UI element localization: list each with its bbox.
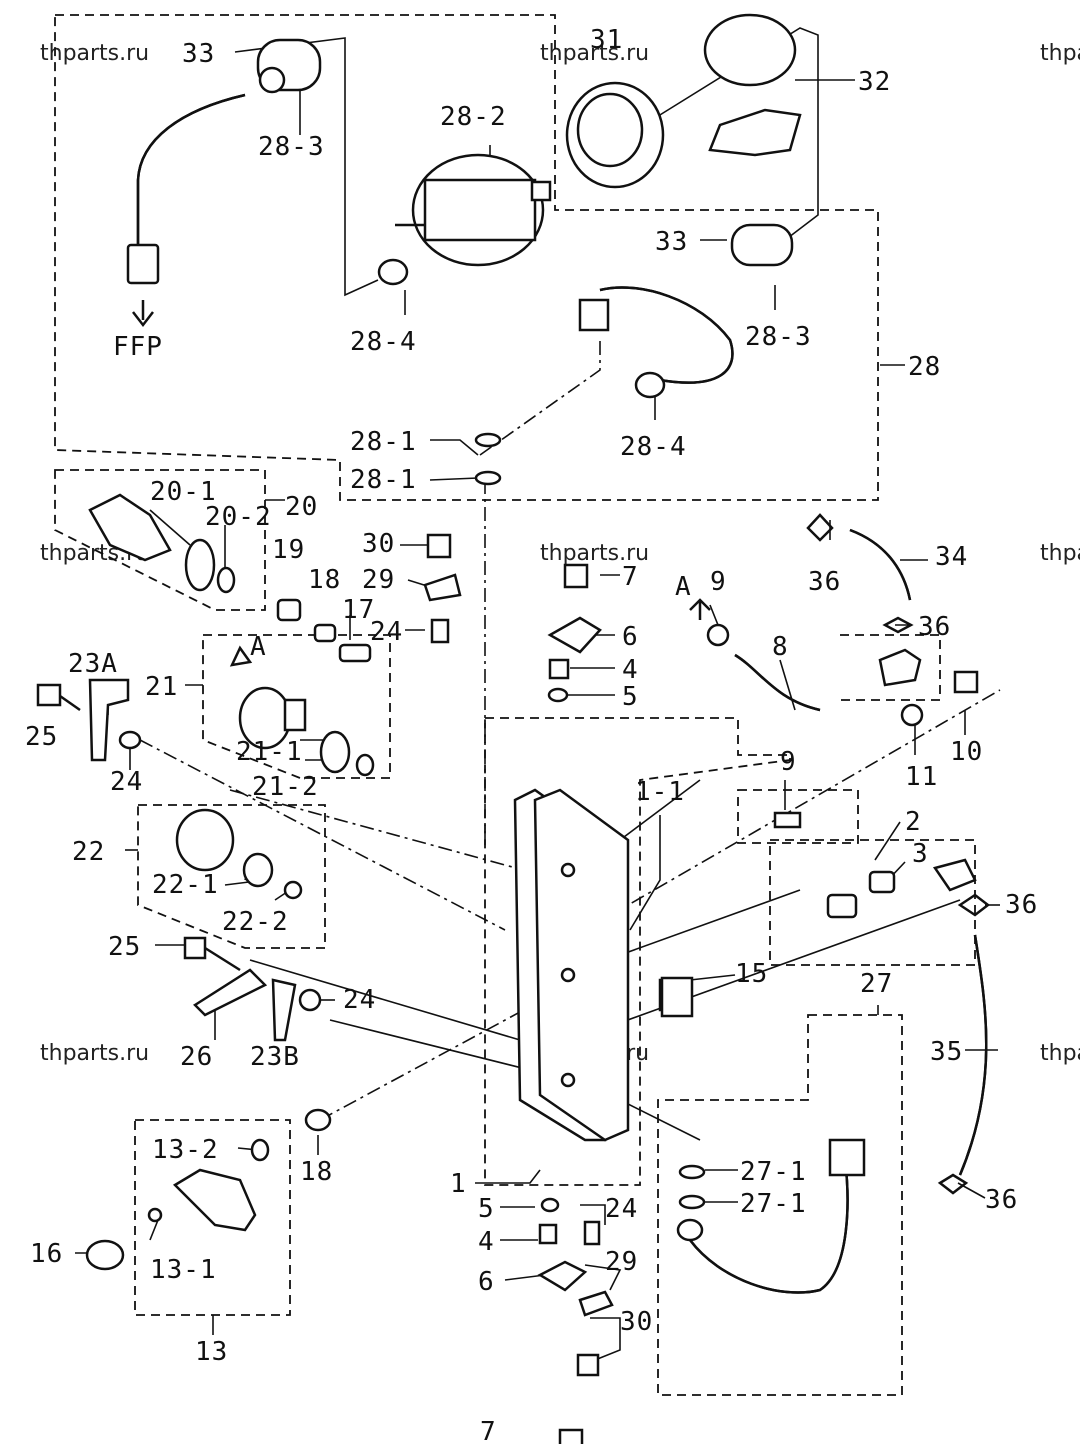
label-2: 2	[905, 807, 922, 837]
label-9: 9	[710, 567, 727, 597]
label-10: 10	[950, 737, 983, 767]
label-34: 34	[935, 542, 968, 572]
label-25: 25	[108, 932, 141, 962]
label-arrow-a: A	[675, 572, 692, 602]
label-22: 22	[72, 837, 105, 867]
label-28-1: 28-1	[350, 465, 417, 495]
label-22-1: 22-1	[152, 870, 219, 900]
label-15: 15	[735, 959, 768, 989]
label-1-1: 1-1	[635, 777, 685, 807]
watermark: thparts.ru	[40, 41, 149, 66]
label-28-4: 28-4	[620, 432, 687, 462]
label-17: 17	[342, 595, 375, 625]
label-24: 24	[110, 767, 143, 797]
label-6: 6	[478, 1267, 495, 1297]
label-28-2: 28-2	[440, 102, 507, 132]
label-1: 1	[450, 1169, 467, 1199]
label-21-1: 21-1	[236, 737, 303, 767]
group-boundaries	[54, 14, 976, 1396]
label-11: 11	[905, 762, 938, 792]
label-21-2: 21-2	[252, 772, 319, 802]
label-arrow-a: A	[250, 632, 267, 662]
label-28: 28	[908, 352, 941, 382]
label-36: 36	[808, 567, 841, 597]
watermark: thparts.ru	[1040, 41, 1080, 66]
label-21: 21	[145, 672, 178, 702]
watermark: thparts.ru	[540, 541, 649, 566]
label-27-1: 27-1	[740, 1189, 807, 1219]
label-27: 27	[860, 969, 893, 999]
label-23b: 23B	[250, 1042, 300, 1072]
label-33: 33	[182, 39, 215, 69]
label-9: 9	[780, 747, 797, 777]
label-13-2: 13-2	[152, 1135, 219, 1165]
label-36: 36	[1005, 890, 1038, 920]
label-25: 25	[25, 722, 58, 752]
label-28-3: 28-3	[745, 322, 812, 352]
label-13-1: 13-1	[150, 1255, 217, 1285]
label-28-3: 28-3	[258, 132, 325, 162]
label-18: 18	[300, 1157, 333, 1187]
label-24: 24	[605, 1194, 638, 1224]
label-36: 36	[918, 612, 951, 642]
label-18: 18	[308, 565, 341, 595]
label-ffp: FFP	[113, 332, 163, 362]
watermarks: thparts.ru thparts.ru thparts.ru thparts…	[40, 41, 1080, 1066]
label-16: 16	[30, 1239, 63, 1269]
label-36: 36	[985, 1185, 1018, 1215]
watermark: thparts.ru	[540, 41, 649, 66]
label-28-1: 28-1	[350, 427, 417, 457]
label-7: 7	[480, 1417, 497, 1444]
label-20-1: 20-1	[150, 477, 217, 507]
label-24: 24	[343, 985, 376, 1015]
label-5: 5	[622, 682, 639, 712]
label-6: 6	[622, 622, 639, 652]
label-32: 32	[858, 67, 891, 97]
label-20-2: 20-2	[205, 502, 272, 532]
label-22-2: 22-2	[222, 907, 289, 937]
label-29: 29	[605, 1247, 638, 1277]
label-19: 19	[272, 535, 305, 565]
watermark: thparts.ru	[1040, 1041, 1080, 1066]
label-23a: 23A	[68, 649, 118, 679]
parts	[36, 13, 991, 1444]
label-33: 33	[655, 227, 688, 257]
label-35: 35	[930, 1037, 963, 1067]
label-4: 4	[622, 655, 639, 685]
label-20: 20	[285, 492, 318, 522]
label-8: 8	[772, 632, 789, 662]
label-13: 13	[195, 1337, 228, 1367]
part-labels: 33 28-3 28-2 28-4 FFP 31 32 33 28-3 28 2…	[25, 25, 1038, 1444]
label-31: 31	[590, 25, 623, 55]
label-26: 26	[180, 1042, 213, 1072]
label-4: 4	[478, 1227, 495, 1257]
label-28-4: 28-4	[350, 327, 417, 357]
watermark: thparts.ru	[1040, 541, 1080, 566]
label-30: 30	[362, 529, 395, 559]
label-29: 29	[362, 565, 395, 595]
label-5: 5	[478, 1194, 495, 1224]
label-27-1: 27-1	[740, 1157, 807, 1187]
label-24: 24	[370, 617, 403, 647]
label-3: 3	[912, 839, 929, 869]
leader-lines	[75, 27, 1001, 1361]
label-30: 30	[620, 1307, 653, 1337]
watermark: thparts.ru	[40, 1041, 149, 1066]
label-7: 7	[622, 562, 639, 592]
